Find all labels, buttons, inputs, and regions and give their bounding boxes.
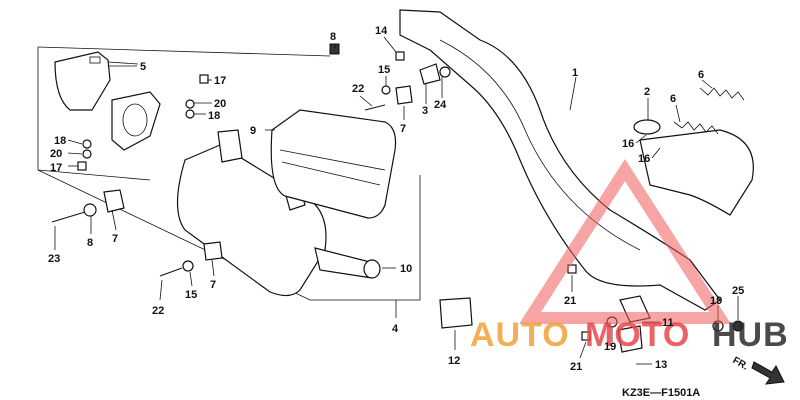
callout-18: 18 xyxy=(54,135,66,147)
callout-14: 14 xyxy=(375,25,388,37)
callout-2: 2 xyxy=(644,86,650,98)
callout-3: 3 xyxy=(422,105,428,117)
callout-15: 15 xyxy=(378,64,390,76)
hardware-parts xyxy=(51,43,744,353)
callout-7: 7 xyxy=(210,279,216,291)
callout-6: 6 xyxy=(670,93,676,105)
callout-19: 19 xyxy=(604,341,616,353)
callout-17: 17 xyxy=(50,162,62,174)
callout-21: 21 xyxy=(564,295,576,307)
callout-7: 7 xyxy=(400,123,406,135)
diagram-code: KZ3E—F1501A xyxy=(622,387,700,399)
front-direction-indicator: FR. xyxy=(731,355,785,385)
exhaust-pipe-part xyxy=(399,9,754,323)
callout-20: 20 xyxy=(214,98,226,110)
callout-10: 10 xyxy=(400,263,412,275)
callout-13: 13 xyxy=(655,359,667,371)
spring-part xyxy=(673,87,745,135)
callout-1: 1 xyxy=(572,67,578,79)
callout-4: 4 xyxy=(392,323,399,335)
callout-5: 5 xyxy=(140,61,146,73)
callout-19: 19 xyxy=(710,295,722,307)
watermark-auto: AUTO xyxy=(470,316,570,354)
callout-23: 23 xyxy=(48,253,60,265)
callout-labels: 5 17 20 18 18 20 17 8 9 14 15 22 7 3 24 … xyxy=(48,25,744,373)
callout-8: 8 xyxy=(330,31,336,43)
callout-16: 16 xyxy=(622,138,634,150)
callout-20: 20 xyxy=(50,148,62,160)
callout-22: 22 xyxy=(352,83,364,95)
watermark-hub: HUB xyxy=(712,316,789,354)
gasket-part xyxy=(633,119,661,135)
muffler-group-frame xyxy=(37,46,421,301)
callout-21: 21 xyxy=(570,361,582,373)
watermark: AUTO MOTO HUB xyxy=(470,158,789,354)
packing-sleeve-part xyxy=(270,109,397,219)
callout-15: 15 xyxy=(185,289,197,301)
callout-8: 8 xyxy=(87,237,93,249)
callout-9: 9 xyxy=(250,125,256,137)
callout-7: 7 xyxy=(112,233,118,245)
callout-6: 6 xyxy=(698,69,704,81)
watermark-moto: MOTO xyxy=(585,316,690,354)
callout-16: 16 xyxy=(638,153,650,165)
callout-17: 17 xyxy=(214,75,226,87)
callout-24: 24 xyxy=(434,99,447,111)
callout-25: 25 xyxy=(732,285,744,297)
callout-18: 18 xyxy=(208,110,220,122)
callout-12: 12 xyxy=(448,355,460,367)
front-direction-label: FR. xyxy=(731,355,751,373)
end-cap-part xyxy=(54,51,161,151)
arrow-right-icon xyxy=(751,361,785,385)
leader-lines xyxy=(54,36,739,365)
callout-11: 11 xyxy=(662,317,674,329)
callout-22: 22 xyxy=(152,305,164,317)
